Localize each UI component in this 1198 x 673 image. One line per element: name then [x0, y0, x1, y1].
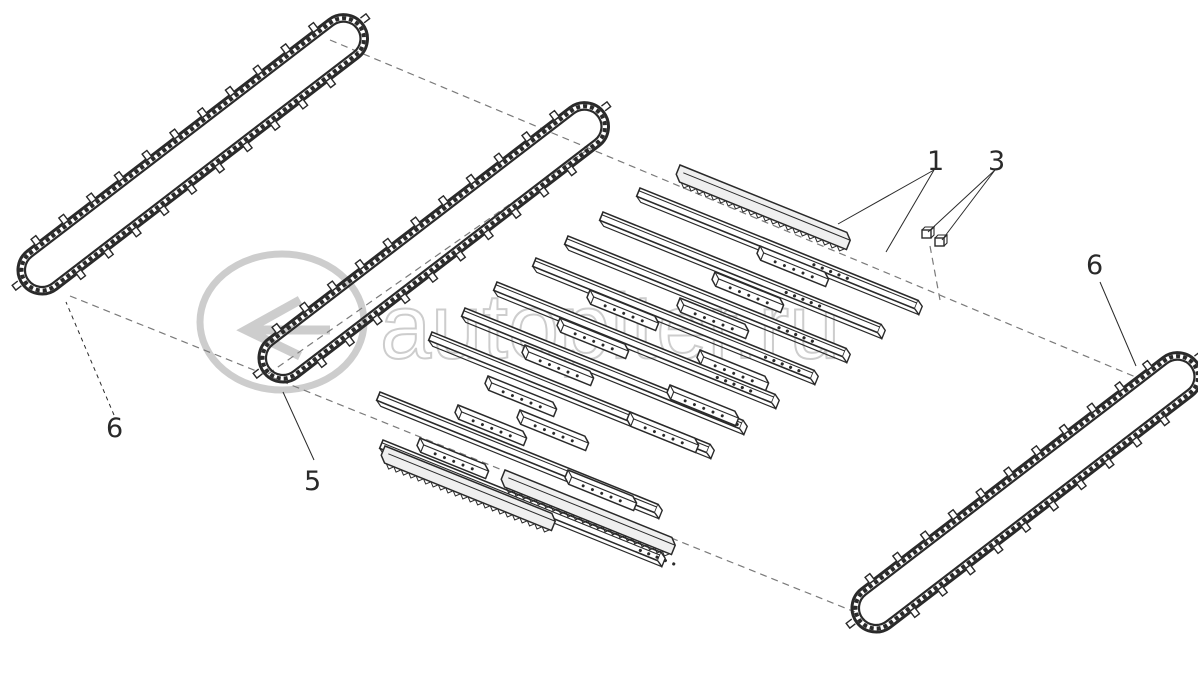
- guide-line-top: [329, 39, 1139, 379]
- callout-6-right: 6: [1086, 250, 1103, 281]
- guide-line-bolt: [929, 245, 941, 301]
- chain-right: [828, 329, 1198, 655]
- bracket-9: [664, 384, 742, 427]
- leader-6b: [1099, 281, 1137, 367]
- guide-line-bottom: [69, 295, 856, 613]
- leader-5: [282, 391, 315, 461]
- leader-1a: [837, 169, 935, 225]
- callout-labels: 1 3 5 6 6: [106, 146, 1103, 497]
- callout-3: 3: [988, 146, 1005, 177]
- leader-lines: [65, 169, 1137, 461]
- leader-3b: [941, 169, 996, 241]
- leader-1b: [885, 169, 935, 253]
- watermark-logo-ring: [196, 250, 368, 394]
- callout-6-left: 6: [106, 413, 123, 444]
- bracket-10: [624, 411, 702, 454]
- leader-3a: [927, 169, 996, 233]
- leader-6a: [65, 301, 115, 416]
- callout-1: 1: [927, 146, 944, 177]
- bolt-2: [934, 234, 949, 247]
- bolt-set: [921, 226, 949, 247]
- callout-5: 5: [304, 466, 321, 497]
